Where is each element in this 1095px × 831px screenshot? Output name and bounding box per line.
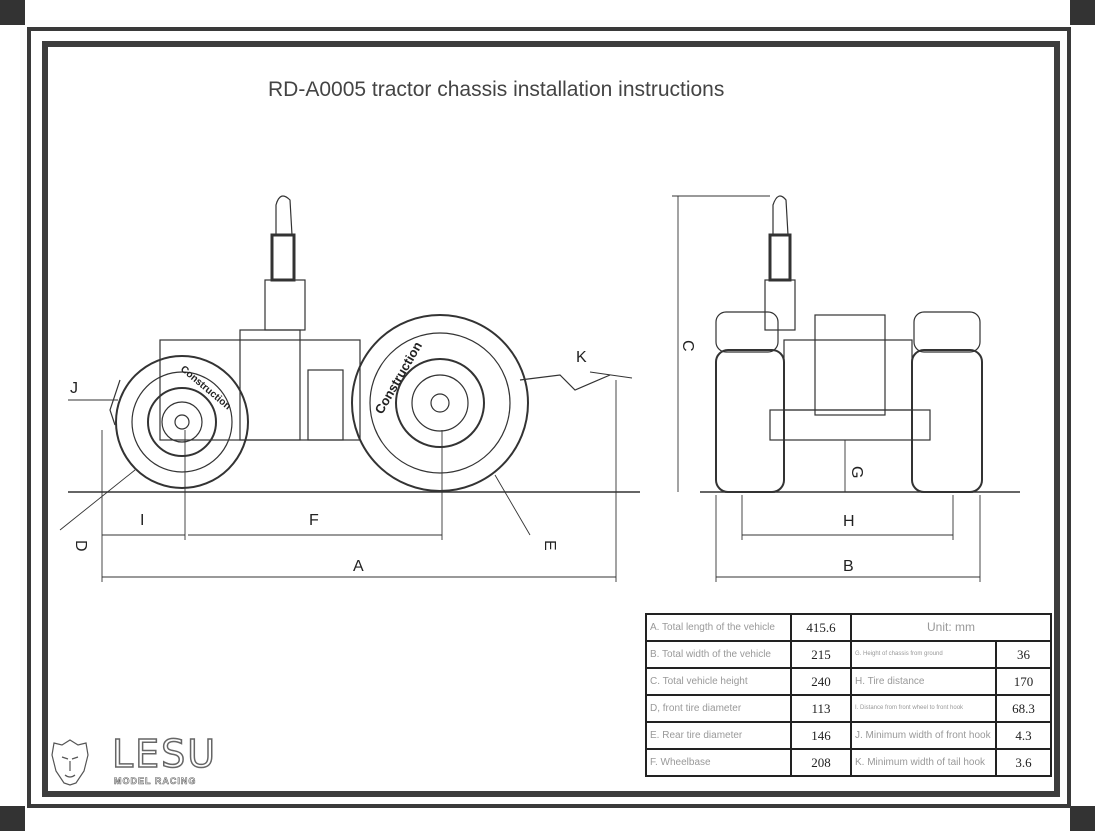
spec-value: 68.3 <box>995 694 1052 723</box>
spec-value: 113 <box>790 694 852 723</box>
spec-label: D, front tire diameter <box>645 694 792 723</box>
spec-label: J. Minimum width of front hook <box>850 721 997 750</box>
dim-label-g: G <box>848 466 865 478</box>
spec-label: E. Rear tire diameter <box>645 721 792 750</box>
lion-logo-icon <box>51 739 89 786</box>
front-view <box>715 195 983 493</box>
spec-label: G. Height of chassis from ground <box>850 640 997 669</box>
spec-table: A. Total length of the vehicle 415.6 Uni… <box>645 613 1052 777</box>
spec-label: I. Distance from front wheel to front ho… <box>850 694 997 723</box>
outer-frame <box>27 27 1071 808</box>
spec-value: 240 <box>790 667 852 696</box>
dim-label-a: A <box>353 558 364 575</box>
spec-label: F. Wheelbase <box>645 748 792 777</box>
table-row: A. Total length of the vehicle 415.6 Uni… <box>645 613 1052 642</box>
dim-label-e: E <box>541 540 558 551</box>
spec-value: 146 <box>790 721 852 750</box>
corner-mark <box>1070 806 1095 831</box>
unit-label: Unit: mm <box>850 613 1052 642</box>
spec-label: H. Tire distance <box>850 667 997 696</box>
table-row: F. Wheelbase 208 K. Minimum width of tai… <box>645 748 1052 777</box>
spec-label: C. Total vehicle height <box>645 667 792 696</box>
corner-mark <box>1070 0 1095 25</box>
dim-label-d: D <box>72 540 89 552</box>
spec-value: 415.6 <box>790 613 852 642</box>
spec-value: 208 <box>790 748 852 777</box>
spec-value: 3.6 <box>995 748 1052 777</box>
dim-label-b: B <box>843 558 854 575</box>
tire-text: Construction <box>372 339 425 417</box>
brand-tagline: MODEL RACING <box>114 776 197 787</box>
dim-label-i: I <box>140 512 144 529</box>
rear-wheel <box>351 314 529 492</box>
spec-value: 170 <box>995 667 1052 696</box>
tractor-body <box>109 195 611 441</box>
spec-label: A. Total length of the vehicle <box>645 613 792 642</box>
corner-mark <box>0 806 25 831</box>
dim-label-j: J <box>70 380 78 397</box>
spec-label: K. Minimum width of tail hook <box>850 748 997 777</box>
brand-logo: LESU <box>111 732 218 776</box>
table-row: C. Total vehicle height 240 H. Tire dist… <box>645 667 1052 696</box>
dim-label-f: F <box>309 512 319 529</box>
spec-value: 36 <box>995 640 1052 669</box>
table-row: D, front tire diameter 113 I. Distance f… <box>645 694 1052 723</box>
dim-label-c: C <box>679 340 696 352</box>
spec-value: 215 <box>790 640 852 669</box>
dim-label-h: H <box>843 513 855 530</box>
table-row: B. Total width of the vehicle 215 G. Hei… <box>645 640 1052 669</box>
page-title: RD-A0005 tractor chassis installation in… <box>268 78 725 101</box>
spec-label: B. Total width of the vehicle <box>645 640 792 669</box>
table-row: E. Rear tire diameter 146 J. Minimum wid… <box>645 721 1052 750</box>
dimension-lines <box>59 195 981 582</box>
corner-mark <box>0 0 25 25</box>
dim-label-k: K <box>576 349 587 366</box>
front-wheel <box>115 355 249 489</box>
spec-value: 4.3 <box>995 721 1052 750</box>
